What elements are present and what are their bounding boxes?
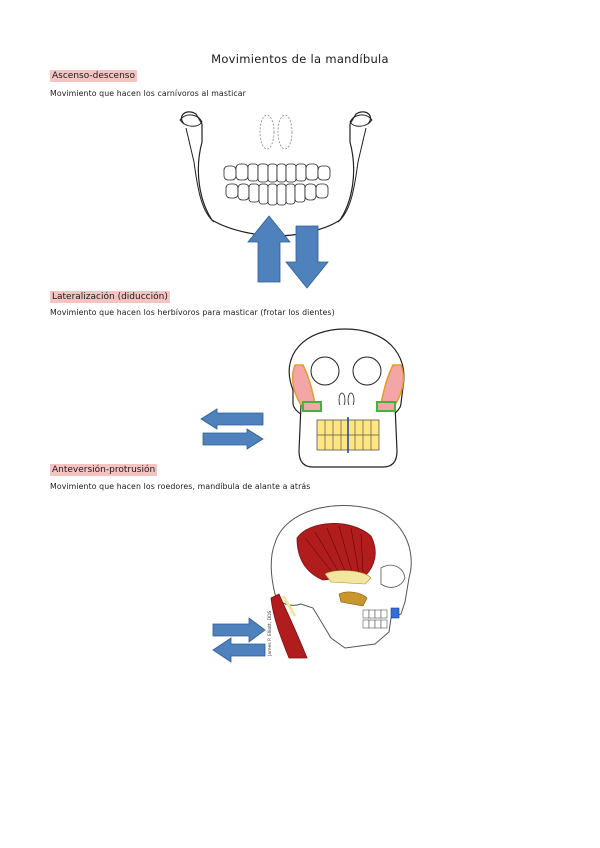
arrow-right-icon: [213, 618, 265, 642]
section-description-ascenso: Movimiento que hacen los carnívoros al m…: [50, 89, 246, 98]
arrow-up-icon: [248, 216, 290, 282]
section-heading-ascenso: Ascenso-descenso: [50, 70, 137, 82]
arrow-left-icon: [213, 638, 265, 662]
image-credit: James P. Elliott, DDS: [267, 610, 273, 657]
arrow-left-icon: [201, 409, 263, 429]
frontal-jaw-figure: [172, 102, 382, 292]
section-heading-lateralizacion: Lateralización (diducción): [50, 291, 170, 303]
section-description-lateralizacion: Movimiento que hacen los herbívoros para…: [50, 308, 335, 317]
page-title: Movimientos de la mandíbula: [0, 52, 600, 66]
arrow-right-icon: [203, 429, 263, 449]
skull-front-figure: [195, 325, 420, 473]
skull-lateral-figure: James P. Elliott, DDS: [205, 498, 420, 663]
section-heading-anteversion: Anteversión-protrusión: [50, 464, 157, 476]
section-description-anteversion: Movimiento que hacen los roedores, mandí…: [50, 482, 310, 491]
